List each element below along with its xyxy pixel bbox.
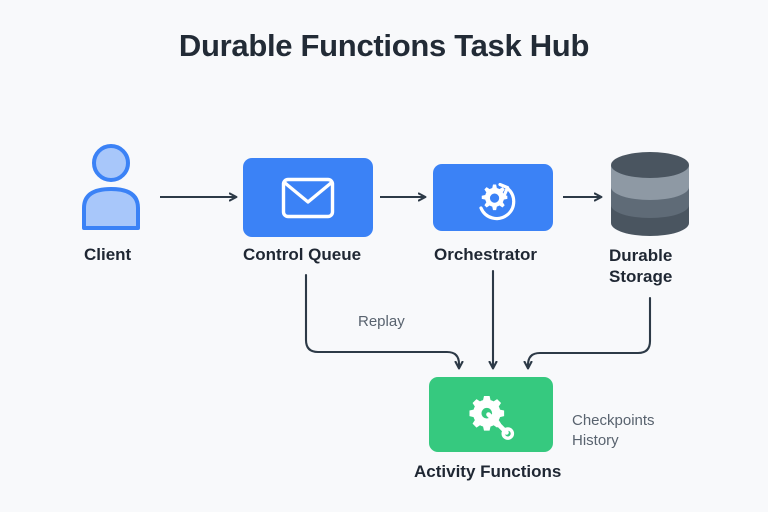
node-control-queue[interactable] [243,158,373,237]
gear-wrench-icon [469,395,515,440]
node-label-orchestrator: Orchestrator [434,245,537,264]
page-title: Durable Functions Task Hub [178,28,590,63]
database-cylinder-icon [611,152,689,236]
gear-cycle-icon [479,182,516,220]
node-durable-storage[interactable] [606,147,694,247]
envelope-icon [281,177,335,218]
node-label-control-queue: Control Queue [243,245,362,264]
node-orchestrator[interactable] [433,164,553,231]
edge-label-checkpoints-history: Checkpoints History [572,412,655,449]
person-icon [82,144,140,230]
edge-label-replay: Replay [358,313,405,330]
node-activity-functions[interactable] [429,377,553,452]
node-label-client: Client [84,245,132,264]
arrow-replay-queue-to-activity [304,273,459,368]
arrow-storage-to-activity [528,296,652,368]
node-label-durable-storage: Durable Storage [609,246,673,286]
node-label-activity-functions: Activity Functions [414,462,562,481]
node-client[interactable] [78,142,144,230]
